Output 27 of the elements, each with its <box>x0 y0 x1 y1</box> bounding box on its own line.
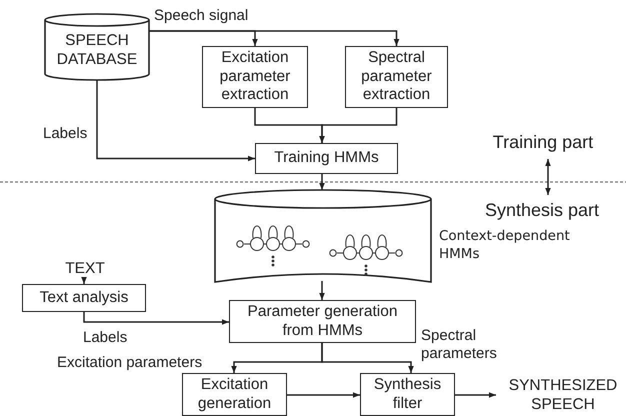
text-label: Synthesis part <box>482 197 602 225</box>
process-box: Parameter generation from HMMs <box>229 300 416 343</box>
arrow <box>287 392 360 398</box>
arrow <box>149 30 400 46</box>
process-box: Training HMMs <box>255 143 398 174</box>
process-box: Excitation parameter extraction <box>202 46 308 108</box>
text-label: Training part <box>485 130 601 156</box>
double-arrow <box>545 159 551 195</box>
process-box: Synthesis filter <box>360 373 455 416</box>
database-cylinder <box>215 190 431 282</box>
process-box: Spectral parameter extraction <box>345 46 448 108</box>
text-label: SYNTHESIZED SPEECH <box>500 375 626 416</box>
arrow <box>81 277 87 284</box>
arrow <box>319 174 325 190</box>
caption-text: Context-dependent HMMs <box>439 228 571 264</box>
arrow <box>319 281 325 300</box>
arrow <box>319 108 398 143</box>
database-cylinder: SPEECH DATABASE <box>45 14 149 80</box>
arrow <box>83 312 229 325</box>
process-box: Text analysis <box>22 284 146 312</box>
arrow <box>96 80 255 162</box>
edge-label: Speech signal <box>153 7 250 25</box>
arrow <box>455 392 496 398</box>
process-box: Excitation generation <box>182 373 287 416</box>
arrow <box>321 343 414 373</box>
text-label: TEXT <box>60 258 110 280</box>
edge-label: Excitation parameters <box>56 354 204 372</box>
